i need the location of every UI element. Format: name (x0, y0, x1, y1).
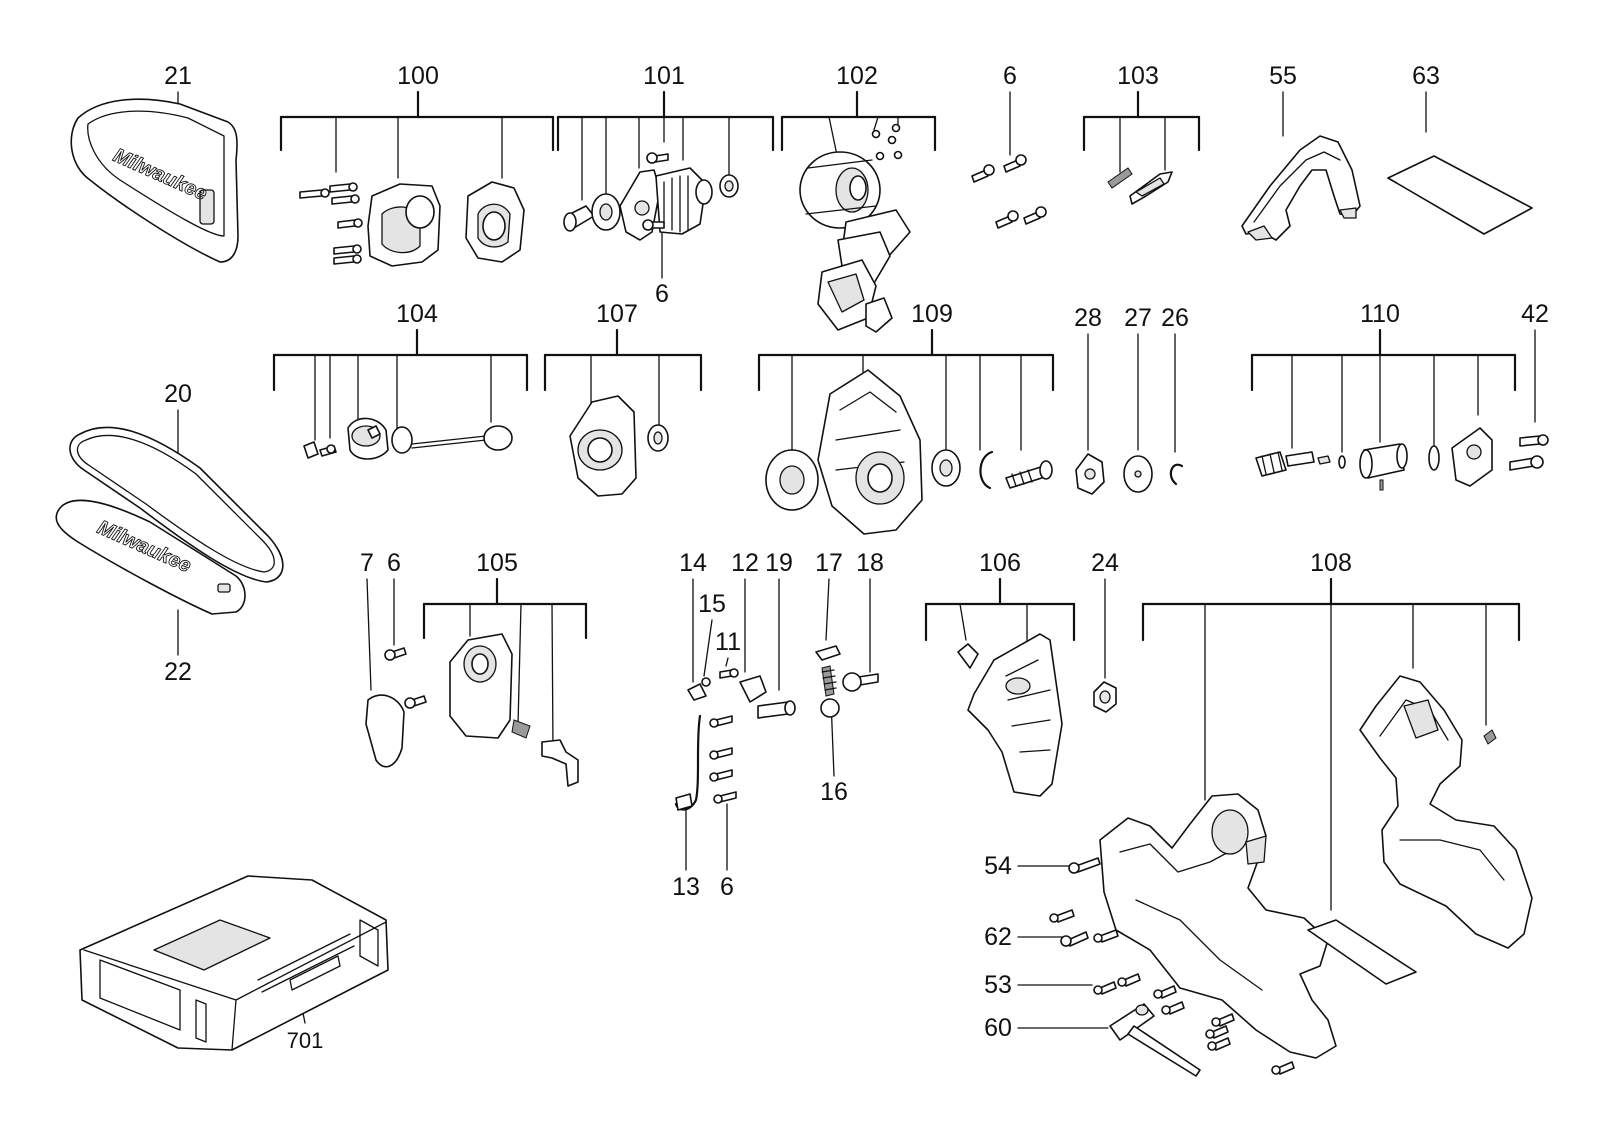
oil-pump-housing (449, 633, 579, 787)
callout-13: 13 (672, 873, 700, 901)
callout-16: 16 (820, 778, 848, 806)
gear-case-assembly (765, 369, 1053, 535)
label-sheet (1387, 155, 1533, 235)
callout-15: 15 (698, 590, 726, 618)
bearing-cover (569, 395, 669, 497)
callout-62: 62 (984, 923, 1012, 951)
chain-tensioner-assembly (1255, 427, 1549, 491)
callout-101: 101 (643, 62, 685, 90)
callout-18: 18 (856, 549, 884, 577)
gear-housing-assembly (299, 181, 525, 267)
callout-6-bottom: 6 (720, 873, 734, 901)
chain-cover: Milwaukee (70, 98, 239, 263)
carry-case (79, 875, 389, 1051)
guide-bar: Milwaukee (55, 499, 246, 615)
combination-wrench (1109, 1003, 1201, 1077)
side-cover (957, 633, 1063, 797)
motor-electronics-assembly (799, 123, 911, 333)
callout-6-top: 6 (1003, 62, 1017, 90)
callout-24: 24 (1091, 549, 1119, 577)
callout-60: 60 (984, 1014, 1012, 1042)
callout-54: 54 (984, 852, 1012, 880)
housing-label-sticker (1307, 919, 1417, 985)
callout-26: 26 (1161, 304, 1189, 332)
screw-icon (299, 182, 363, 265)
callout-19: 19 (765, 549, 793, 577)
callout-105: 105 (476, 549, 518, 577)
callout-6-101: 6 (655, 280, 669, 308)
callout-109: 109 (911, 300, 953, 328)
callout-102: 102 (836, 62, 878, 90)
housing-screws (1049, 857, 1295, 1075)
drive-gear-assembly (563, 152, 739, 241)
screw-icon (1049, 857, 1295, 1075)
screw-icon (709, 715, 737, 804)
callout-12: 12 (731, 549, 759, 577)
callout-55: 55 (1269, 62, 1297, 90)
leader-lines (177, 90, 1536, 1029)
saw-chain (69, 426, 284, 583)
callout-701: 701 (287, 1028, 324, 1053)
callout-107: 107 (596, 300, 638, 328)
callout-14: 14 (679, 549, 707, 577)
callout-28: 28 (1074, 304, 1102, 332)
callout-20: 20 (164, 380, 192, 408)
callout-27: 27 (1124, 304, 1152, 332)
callout-103: 103 (1117, 62, 1159, 90)
callout-11: 11 (715, 628, 741, 656)
callout-42: 42 (1521, 300, 1549, 328)
callout-110: 110 (1360, 300, 1400, 328)
sprocket-washer-clip (1075, 453, 1184, 495)
callout-106: 106 (979, 549, 1021, 577)
callout-108: 108 (1310, 549, 1352, 577)
callout-104: 104 (396, 300, 438, 328)
screw-icon (971, 154, 1047, 229)
callout-6-left: 6 (387, 549, 401, 577)
trigger-lock-parts (1107, 167, 1173, 205)
callout-100: 100 (397, 62, 439, 90)
oil-cap-assembly (303, 417, 513, 460)
callout-63: 63 (1412, 62, 1440, 90)
screw-icon (871, 123, 903, 161)
callout-53: 53 (984, 971, 1012, 999)
bar-nut (1093, 681, 1117, 713)
main-housing-left (1099, 793, 1337, 1059)
callout-7: 7 (360, 549, 374, 577)
front-handle (1241, 135, 1361, 241)
callout-22: 22 (164, 658, 192, 686)
oil-line-small-parts (674, 645, 879, 811)
callout-17: 17 (815, 549, 843, 577)
callout-labels: 21 100 101 102 6 103 55 63 6 104 107 109… (164, 62, 1549, 1053)
main-housing-right (1359, 675, 1533, 949)
gasket-and-screws (365, 647, 427, 768)
callout-21: 21 (164, 62, 192, 90)
